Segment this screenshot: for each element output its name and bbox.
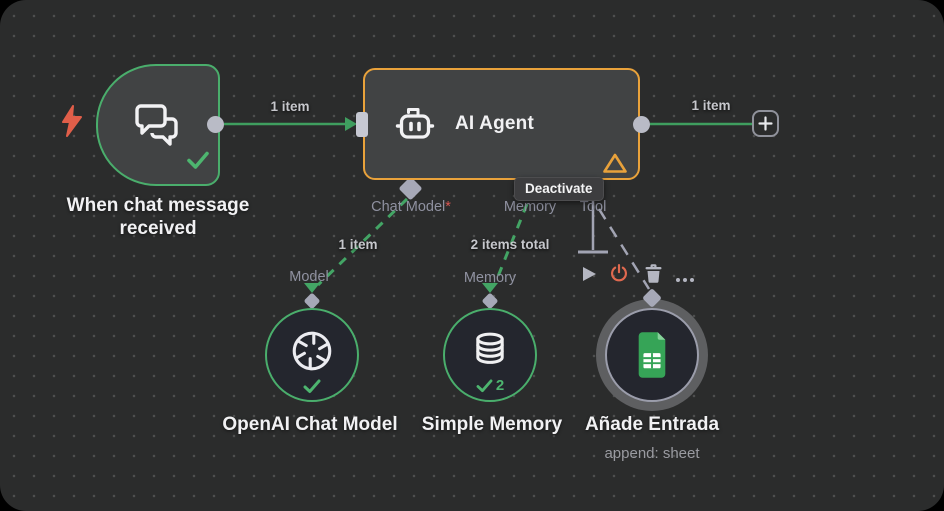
tooltip-deactivate: Deactivate — [514, 177, 604, 201]
edge-label-trigger-agent: 1 item — [270, 99, 310, 114]
memory-success-check-icon — [476, 378, 493, 392]
openai-success-check-icon — [303, 379, 321, 393]
port-label-tool: Tool — [579, 199, 607, 215]
endpoint-label-model: Model — [289, 269, 329, 285]
sheets-node-subtitle: append: sheet — [604, 445, 700, 462]
openai-node-label: OpenAI Chat Model — [222, 414, 398, 435]
edge-label-agent-out: 1 item — [691, 98, 731, 113]
chat-bubbles-icon — [135, 104, 178, 146]
play-icon — [583, 267, 596, 281]
lightning-icon — [62, 105, 82, 137]
sheets-node[interactable] — [605, 308, 699, 402]
warning-triangle-icon — [603, 153, 627, 173]
sheets-node-label: Añade Entrada — [584, 414, 720, 435]
database-icon — [476, 332, 504, 364]
memory-node-label: Simple Memory — [421, 414, 563, 435]
deactivate-node-button[interactable] — [608, 262, 630, 284]
trigger-output-connector[interactable] — [207, 115, 224, 133]
memory-run-count: 2 — [495, 377, 505, 394]
trigger-node-chat[interactable] — [96, 64, 220, 186]
trigger-success-check-icon — [187, 151, 209, 169]
ai-agent-node[interactable]: AI Agent — [363, 68, 640, 180]
port-label-chat-model-text: Chat Model — [371, 199, 446, 215]
port-label-memory: Memory — [503, 199, 557, 215]
ai-agent-title: AI Agent — [455, 113, 535, 134]
required-marker: * — [445, 199, 451, 215]
trash-icon — [645, 264, 661, 283]
ellipsis-icon — [676, 278, 694, 282]
google-sheets-icon — [638, 332, 666, 378]
more-options-button[interactable] — [674, 269, 696, 291]
endpoint-label-memory: Memory — [463, 270, 517, 286]
add-node-button[interactable] — [752, 110, 779, 137]
run-node-button[interactable] — [578, 263, 600, 285]
agent-output-connector[interactable] — [633, 115, 650, 133]
power-icon — [611, 264, 627, 282]
agent-input-connector[interactable] — [356, 112, 368, 137]
edge-label-memory: 2 items total — [470, 237, 550, 252]
trigger-node-label: When chat message received — [66, 195, 250, 239]
robot-icon — [395, 108, 435, 139]
plus-icon — [758, 116, 773, 131]
openai-input-diamond[interactable] — [303, 292, 321, 310]
openai-chat-model-node[interactable] — [265, 308, 359, 402]
edge-label-chatmodel: 1 item — [338, 237, 378, 252]
openai-logo-icon — [292, 331, 332, 371]
delete-node-button[interactable] — [642, 262, 664, 284]
simple-memory-node[interactable]: 2 — [443, 308, 537, 402]
port-label-chat-model: Chat Model* — [351, 199, 471, 215]
memory-input-diamond[interactable] — [481, 292, 499, 310]
